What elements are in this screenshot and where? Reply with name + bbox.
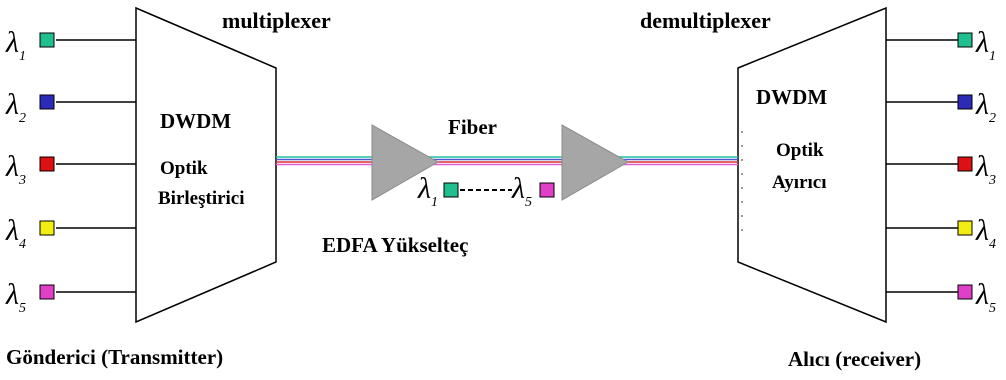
multiplexer-label: multiplexer — [222, 8, 331, 33]
edfa-label: EDFA Yükselteç — [322, 233, 468, 257]
amplifier-2 — [561, 124, 630, 201]
demux-dots — [741, 131, 743, 231]
output-lines — [886, 39, 958, 293]
input-square-4 — [39, 220, 55, 236]
mux-text-1: DWDM — [160, 109, 231, 133]
demultiplexer-block — [737, 6, 887, 324]
output-channel-squares — [957, 32, 973, 300]
demultiplexer-label: demultiplexer — [640, 8, 771, 33]
edfa-square-first — [443, 182, 459, 198]
output-lambda-3: λ3 — [975, 150, 996, 188]
multiplexer-block — [135, 6, 277, 324]
fiber-label: Fiber — [448, 115, 497, 139]
input-square-2 — [39, 94, 55, 110]
demux-text-2: Optik — [776, 140, 824, 161]
input-wavelength-labels: λ1 λ2 λ3 λ4 λ5 — [5, 26, 26, 316]
edfa-lambda-last: λ5 — [511, 172, 532, 210]
input-square-3 — [39, 156, 55, 172]
input-lambda-4: λ4 — [5, 214, 26, 252]
input-lambda-1: λ1 — [5, 26, 26, 64]
output-lambda-4: λ4 — [975, 214, 996, 252]
input-square-5 — [39, 284, 55, 300]
output-lambda-2: λ2 — [975, 88, 996, 126]
output-square-2 — [957, 94, 973, 110]
input-lambda-3: λ3 — [5, 150, 26, 188]
output-square-3 — [957, 156, 973, 172]
mux-text-2: Optik — [160, 158, 208, 179]
output-wavelength-labels: λ1 λ2 λ3 λ4 λ5 — [975, 26, 996, 316]
input-lines — [56, 39, 136, 293]
input-lambda-5: λ5 — [5, 278, 26, 316]
receiver-label: Alıcı (receiver) — [788, 347, 921, 371]
input-square-1 — [39, 32, 55, 48]
mux-text-3: Birleştirici — [158, 188, 245, 209]
output-lambda-5: λ5 — [975, 278, 996, 316]
input-channel-squares — [39, 32, 55, 300]
input-lambda-2: λ2 — [5, 88, 26, 126]
fiber-link — [276, 156, 738, 166]
output-lambda-1: λ1 — [975, 26, 996, 64]
amplifier-1 — [371, 124, 440, 201]
demux-text-1: DWDM — [756, 85, 827, 109]
transmitter-label: Gönderici (Transmitter) — [6, 345, 223, 369]
edfa-lambda-first: λ1 — [417, 172, 438, 210]
edfa-square-last — [539, 182, 555, 198]
output-square-1 — [957, 32, 973, 48]
output-square-4 — [957, 220, 973, 236]
output-square-5 — [957, 284, 973, 300]
demux-text-3: Ayırıcı — [772, 172, 827, 193]
